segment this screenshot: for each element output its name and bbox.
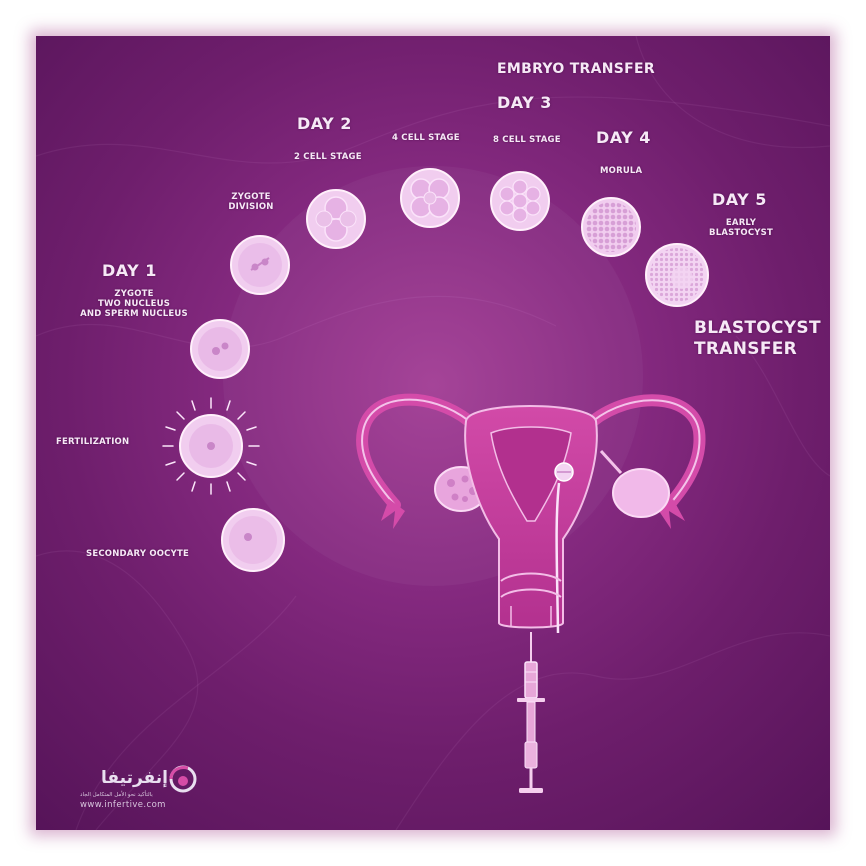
brand-logo: إنفرتيفا بالتأكيد نحو الأمل المتكامل الج… (76, 762, 246, 818)
four-cell-stage-cell (400, 168, 460, 228)
day-3-label: DAY 3 (497, 93, 552, 112)
diagram-panel: EMBRYO TRANSFER DAY 1 DAY 2 DAY 3 DAY 4 … (36, 36, 830, 830)
logo-tagline: بالتأكيد نحو الأمل المتكامل الجاد (80, 792, 153, 798)
zygote-division-cell (230, 235, 290, 295)
eight-cell-stage-cell (490, 171, 550, 231)
eight-cell-stage-label: 8 CELL STAGE (493, 135, 561, 145)
blastocyst-transfer-line-1: BLASTOCYST (694, 318, 821, 338)
zygote-division-label: ZYGOTE DIVISION (211, 192, 291, 213)
day-1-label: DAY 1 (102, 261, 157, 280)
logo-name: إنفرتيفا (101, 768, 168, 788)
zygote-division-line-2: DIVISION (228, 201, 274, 212)
secondary-oocyte-cell (221, 508, 285, 572)
blastocyst-transfer-label: BLASTOCYST TRANSFER (694, 318, 821, 361)
title-embryo-transfer: EMBRYO TRANSFER (497, 61, 655, 77)
zygote-label: ZYGOTE TWO NUCLEUS AND SPERM NUCLEUS (74, 289, 194, 319)
two-cell-stage-label: 2 CELL STAGE (294, 152, 362, 162)
four-cell-stage-label: 4 CELL STAGE (392, 133, 460, 143)
syringe-icon (517, 632, 545, 793)
morula-label: MORULA (600, 166, 643, 176)
early-blastocyst-line-1: EARLY (725, 218, 757, 228)
fertilization-label: FERTILIZATION (56, 437, 130, 447)
day-2-label: DAY 2 (297, 114, 352, 133)
fertilization-cell (162, 397, 260, 495)
early-blastocyst-line-2: BLASTOCYST (709, 227, 773, 238)
zygote-label-line-1: ZYGOTE (114, 289, 154, 299)
early-blastocyst-label: EARLY BLASTOCYST (704, 218, 778, 239)
blastocyst-transfer-line-2: TRANSFER (694, 339, 798, 360)
zygote-division-line-1: ZYGOTE (231, 192, 271, 202)
morula-cell (581, 197, 641, 257)
uterus-icon (356, 393, 706, 633)
zygote-cell (190, 319, 250, 379)
secondary-oocyte-label: SECONDARY OOCYTE (86, 549, 189, 559)
day-5-label: DAY 5 (712, 190, 767, 209)
logo-icon (169, 765, 197, 793)
logo-url: www.infertive.com (80, 800, 166, 810)
zygote-label-line-2: TWO NUCLEUS (97, 298, 171, 309)
day-4-label: DAY 4 (596, 128, 651, 147)
early-blastocyst-cell (645, 243, 709, 307)
two-cell-stage-cell (306, 189, 366, 249)
zygote-label-line-3: AND SPERM NUCLEUS (80, 308, 188, 319)
